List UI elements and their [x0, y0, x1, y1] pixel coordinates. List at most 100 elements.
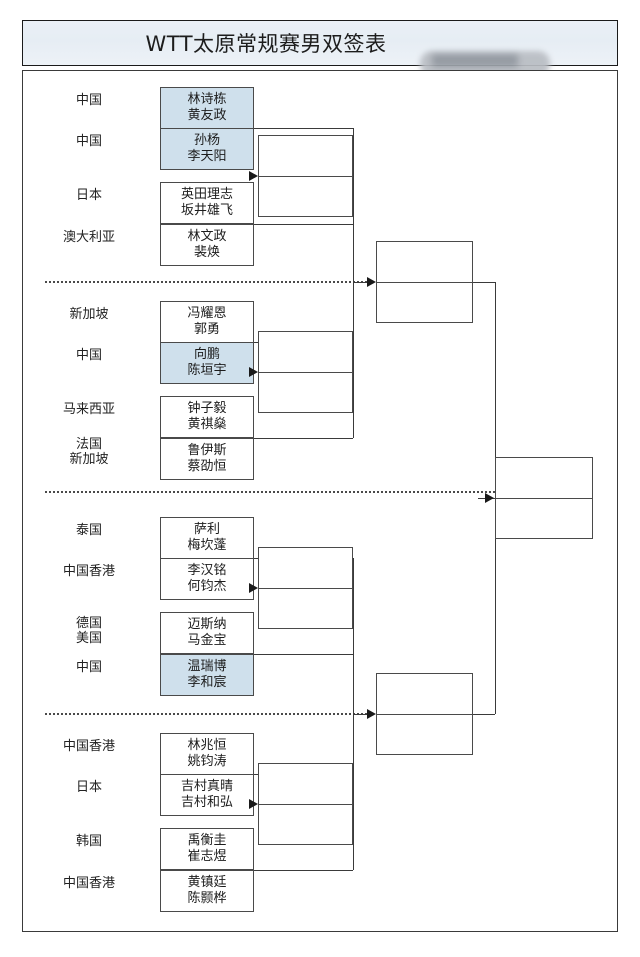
quadrant-separator-1	[45, 281, 371, 283]
team-box[interactable]: 鲁伊斯 蔡劭恒	[160, 438, 254, 480]
team-box[interactable]: 林兆恒 姚钧涛	[160, 733, 254, 775]
advance-arrow-icon	[249, 171, 258, 181]
connector-line	[353, 714, 371, 715]
advance-arrow-icon	[367, 277, 376, 287]
player-name: 吉村和弘	[180, 795, 233, 810]
team-box[interactable]: 温瑞博 李和宸	[160, 654, 254, 696]
country-label: 澳大利亚	[62, 230, 115, 245]
final-slot[interactable]	[495, 457, 593, 539]
player-name: 裴焕	[193, 245, 220, 260]
player-name: 林兆恒	[187, 738, 227, 753]
slot-divider	[377, 714, 472, 715]
country-label-line: 德国	[75, 616, 102, 631]
team-box[interactable]: 林文政 裴焕	[160, 224, 254, 266]
advance-arrow-icon	[367, 709, 376, 719]
connector-line	[473, 282, 495, 283]
connector-line	[254, 128, 353, 129]
player-name: 迈斯纳	[187, 617, 227, 632]
connector-line	[254, 654, 353, 655]
player-name: 姚钧涛	[187, 754, 227, 769]
player-name: 李天阳	[187, 149, 227, 164]
player-name: 温瑞博	[187, 659, 227, 674]
player-name: 林文政	[187, 229, 227, 244]
country-label: 中国	[75, 660, 102, 675]
slot-divider	[259, 372, 352, 373]
country-label: 中国	[75, 134, 102, 149]
connector-line	[254, 870, 353, 871]
player-name: 向鹏	[193, 347, 220, 362]
team-box[interactable]: 禹衡圭 崔志煜	[160, 828, 254, 870]
round2-slot[interactable]	[258, 331, 353, 413]
player-name: 崔志煜	[187, 849, 227, 864]
country-label: 中国	[75, 93, 102, 108]
country-label: 泰国	[75, 523, 102, 538]
country-label: 韩国	[75, 834, 102, 849]
player-name: 马金宝	[187, 633, 227, 648]
player-name: 李汉铭	[187, 563, 227, 578]
quadrant-separator-3	[45, 713, 371, 715]
team-box[interactable]: 林诗栋 黄友政	[160, 87, 254, 129]
team-box[interactable]: 英田理志 坂井雄飞	[160, 182, 254, 224]
player-name: 何钧杰	[187, 579, 227, 594]
country-label: 法国 新加坡	[41, 437, 137, 467]
round2-slot[interactable]	[258, 547, 353, 629]
team-box[interactable]: 孙杨 李天阳	[160, 128, 254, 170]
connector-line	[353, 774, 354, 870]
team-box[interactable]: 钟子毅 黄祺燊	[160, 396, 254, 438]
country-label-line: 新加坡	[69, 452, 109, 467]
player-name: 陈垣宇	[187, 363, 227, 378]
slot-divider	[259, 588, 352, 589]
connector-line	[353, 342, 354, 438]
quadrant-separator-2	[45, 491, 495, 493]
bracket-frame: 中国 林诗栋 黄友政 中国 孙杨 李天阳 日本 英田理志 坂井雄飞 澳大利亚 林…	[22, 70, 618, 932]
advance-arrow-icon	[485, 493, 494, 503]
country-label: 中国香港	[62, 876, 115, 891]
advance-arrow-icon	[249, 367, 258, 377]
country-label: 中国香港	[62, 564, 115, 579]
player-name: 黄祺燊	[187, 417, 227, 432]
player-name: 禹衡圭	[187, 833, 227, 848]
round2-slot[interactable]	[258, 135, 353, 217]
player-name: 陈颢桦	[187, 891, 227, 906]
team-box[interactable]: 迈斯纳 马金宝	[160, 612, 254, 654]
player-name: 孙杨	[193, 133, 220, 148]
connector-line	[353, 176, 354, 372]
connector-line	[473, 714, 495, 715]
country-label-line: 美国	[75, 631, 102, 646]
country-label-line: 法国	[75, 437, 102, 452]
country-label: 马来西亚	[62, 402, 115, 417]
player-name: 冯耀恩	[187, 306, 227, 321]
team-box[interactable]: 萨利 梅坎蓬	[160, 517, 254, 559]
player-name: 林诗栋	[187, 92, 227, 107]
round2-slot[interactable]	[258, 763, 353, 845]
country-label: 中国香港	[62, 739, 115, 754]
player-name: 坂井雄飞	[180, 203, 233, 218]
team-box[interactable]: 李汉铭 何钧杰	[160, 558, 254, 600]
player-name: 蔡劭恒	[187, 459, 227, 474]
round3-slot[interactable]	[376, 241, 473, 323]
team-box[interactable]: 吉村真晴 吉村和弘	[160, 774, 254, 816]
country-label: 日本	[75, 780, 102, 795]
connector-line	[353, 282, 371, 283]
connector-line	[254, 438, 353, 439]
slot-divider	[259, 804, 352, 805]
title-bar: WTT太原常规赛男双签表	[22, 20, 618, 77]
player-name: 萨利	[193, 522, 220, 537]
round3-slot[interactable]	[376, 673, 473, 755]
player-name: 吉村真晴	[180, 779, 233, 794]
team-box[interactable]: 冯耀恩 郭勇	[160, 301, 254, 343]
advance-arrow-icon	[249, 583, 258, 593]
player-name: 黄友政	[187, 108, 227, 123]
player-name: 钟子毅	[187, 401, 227, 416]
team-box[interactable]: 向鹏 陈垣宇	[160, 342, 254, 384]
slot-divider	[377, 282, 472, 283]
connector-line	[254, 224, 353, 225]
country-label: 新加坡	[69, 307, 109, 322]
country-label: 日本	[75, 188, 102, 203]
player-name: 梅坎蓬	[187, 538, 227, 553]
slot-divider	[259, 176, 352, 177]
slot-divider	[496, 498, 592, 499]
team-box[interactable]: 黄镇廷 陈颢桦	[160, 870, 254, 912]
player-name: 英田理志	[180, 187, 233, 202]
